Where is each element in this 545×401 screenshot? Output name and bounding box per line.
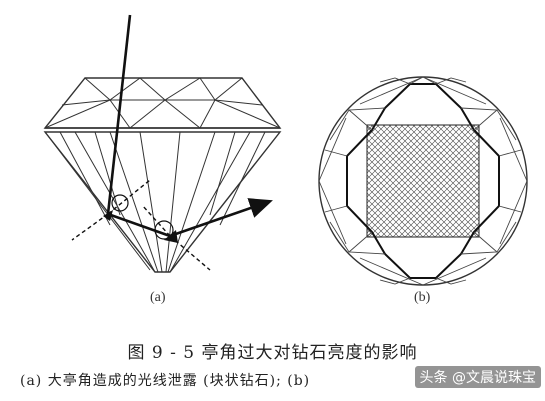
figure-caption-subtitle: (a) 大亭角造成的光线泄露 (块状钻石); (b) — [20, 373, 311, 389]
escape-ray-dashed-1 — [71, 213, 109, 241]
reflection-angle-markers — [111, 194, 174, 240]
diamond-figure: (a) (b) — [43, 14, 528, 305]
diamond-side-view — [43, 77, 282, 273]
reflection-points — [103, 210, 178, 243]
figure-caption-title: 图 9 - 5 亭角过大对钻石亮度的影响 — [127, 343, 418, 363]
internal-ray-1 — [107, 212, 171, 238]
label-b: (b) — [414, 290, 431, 305]
watermark: 头条 @文晨说珠宝 — [414, 366, 541, 388]
label-a: (a) — [150, 290, 166, 305]
incident-ray — [106, 14, 132, 215]
pavilion-outline — [43, 131, 282, 273]
escape-ray-dashed-2 — [107, 179, 151, 215]
exit-ray — [169, 198, 273, 238]
diamond-top-view — [318, 76, 528, 286]
dark-table-area — [366, 124, 480, 238]
light-rays — [71, 14, 273, 271]
